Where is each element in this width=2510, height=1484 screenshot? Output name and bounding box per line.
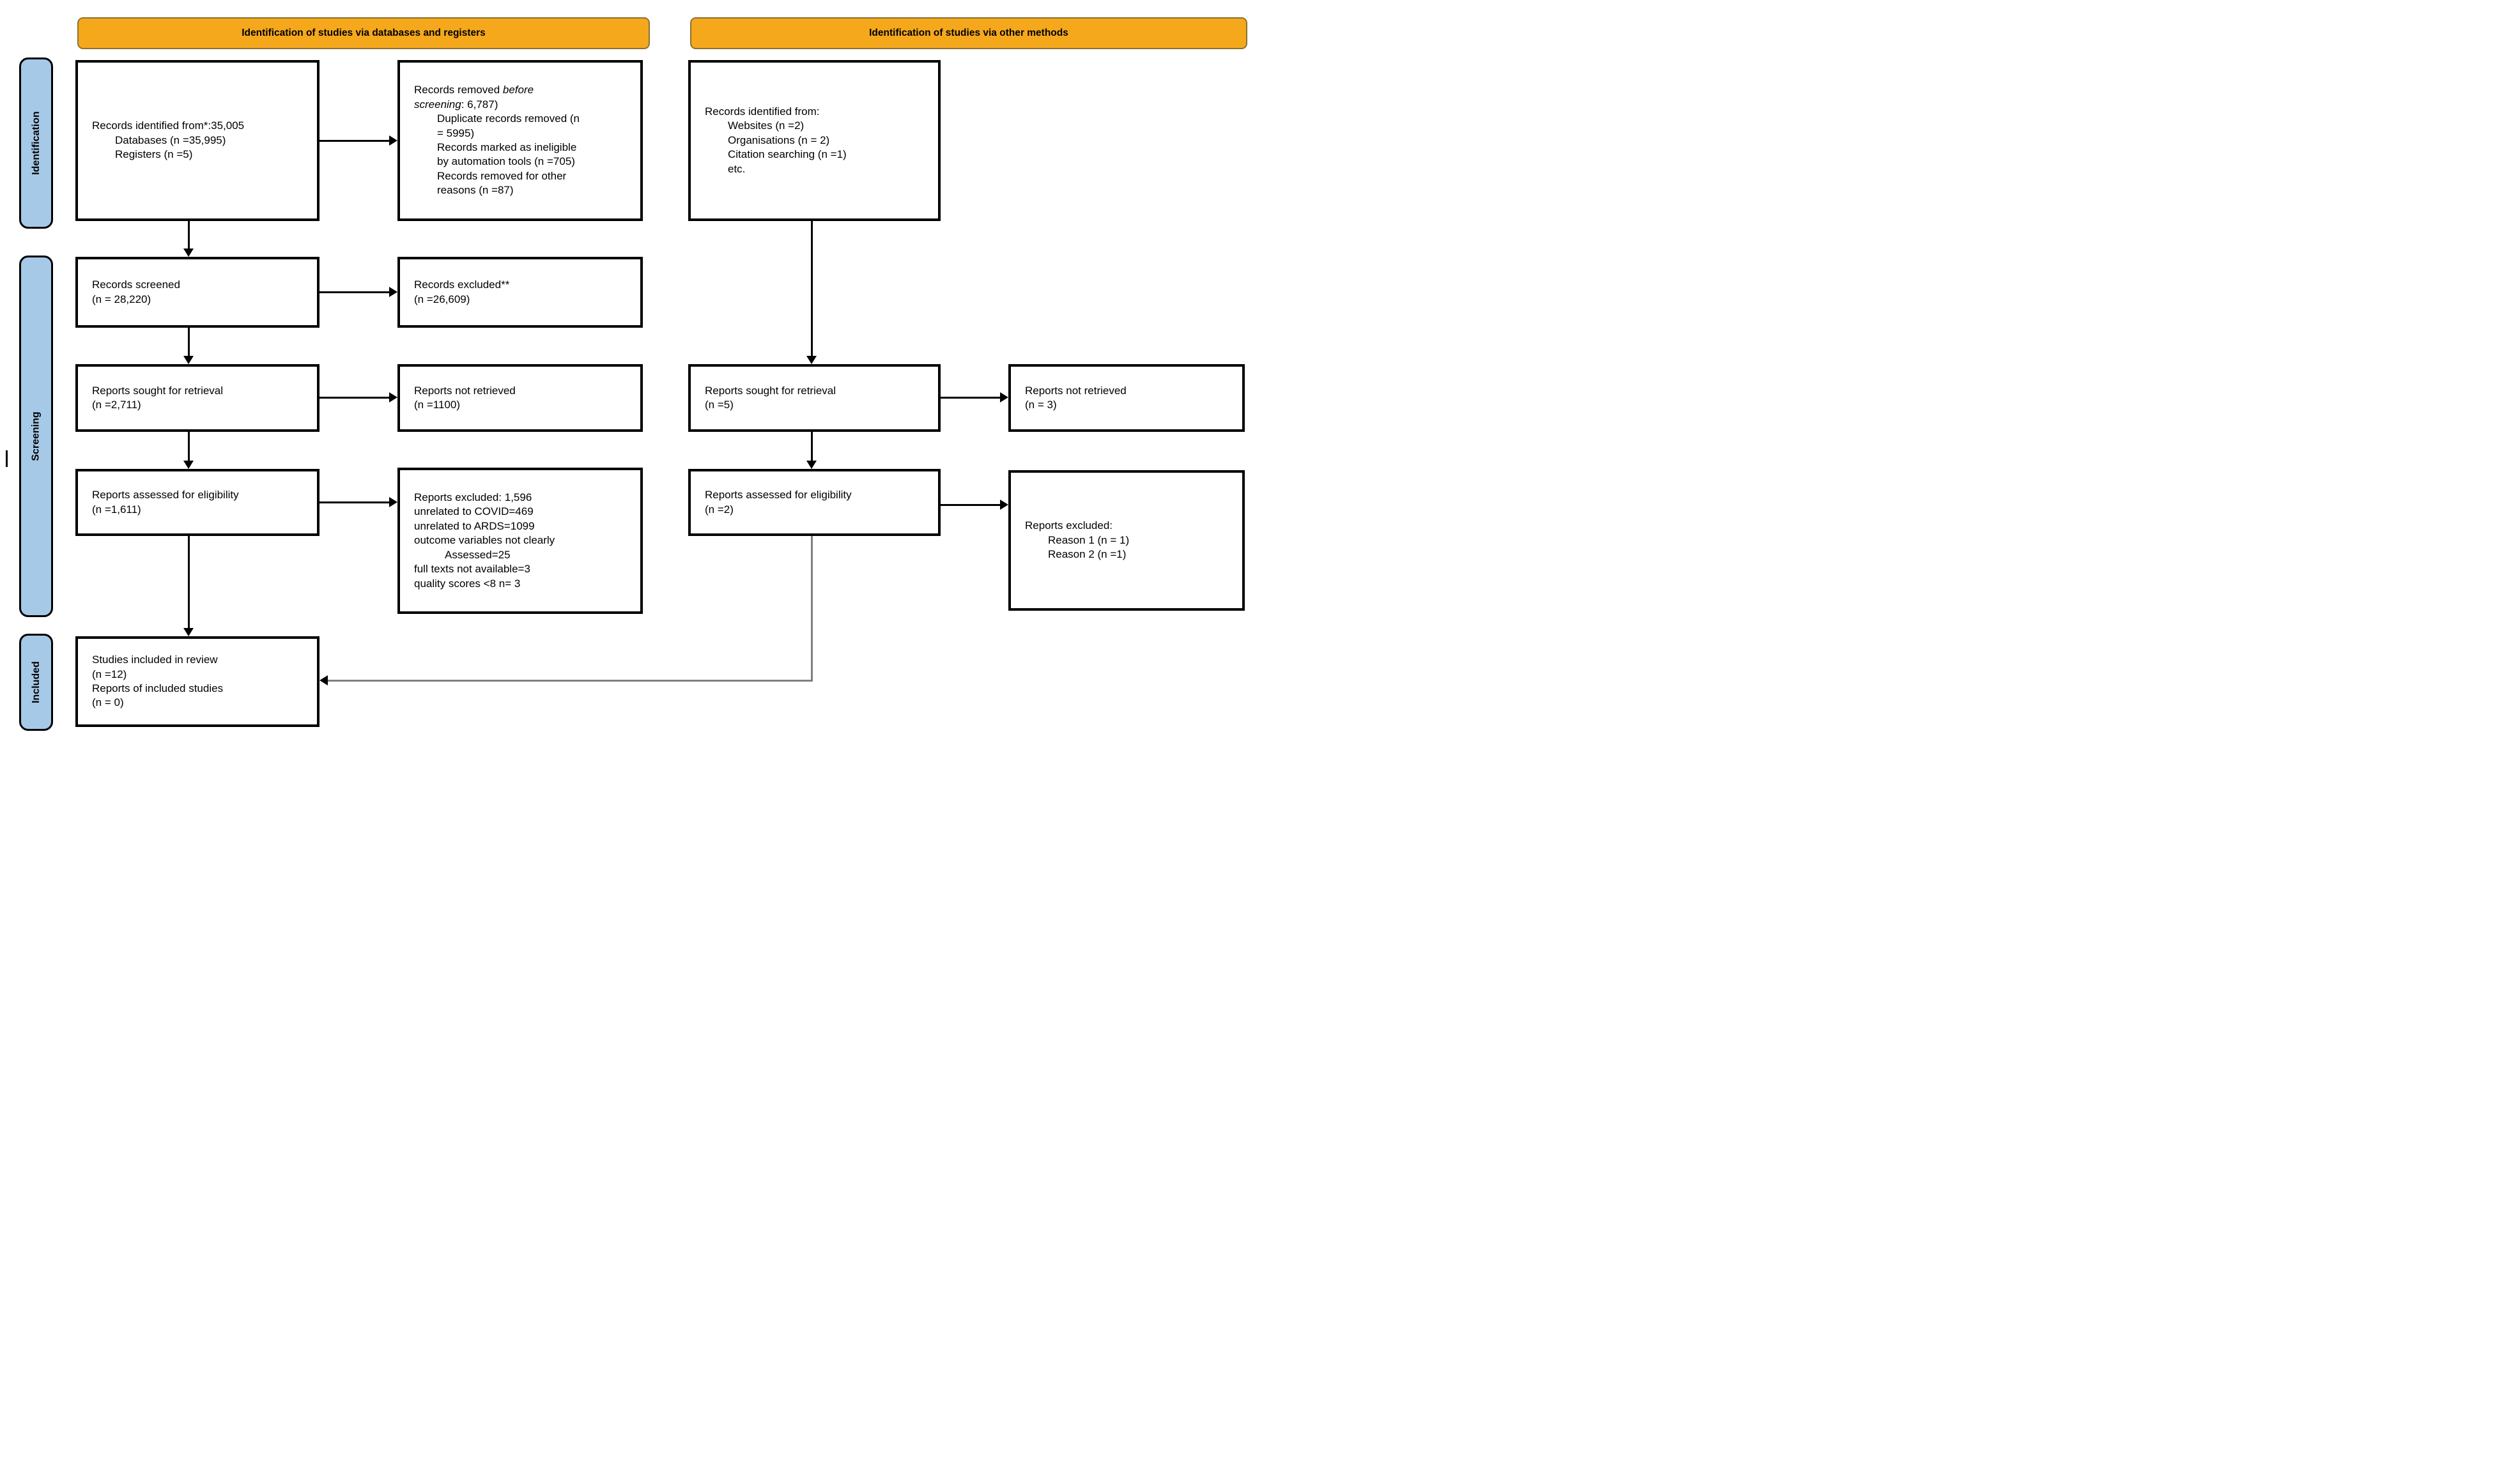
- arrow-screened-to-excluded-head: [389, 287, 397, 297]
- arrow-identified-other-to-sought-head: [806, 356, 817, 364]
- arrow-sought-to-assessed-head: [183, 461, 194, 469]
- box-reports-excluded-other: Reports excluded:Reason 1 (n = 1)Reason …: [1008, 470, 1245, 611]
- stage-identification-label: Identification: [30, 111, 42, 175]
- arrow-sought-other-to-notretrieved-head: [1000, 392, 1008, 402]
- prisma-flow-diagram: Identification of studies via databases …: [0, 0, 1255, 742]
- stage-included: Included: [19, 634, 53, 731]
- box-reports-not-retrieved-databases: Reports not retrieved(n =1100): [397, 364, 643, 432]
- arrow-sought-other-to-assessed-line: [811, 432, 813, 461]
- arrow-screened-to-sought-head: [183, 356, 194, 364]
- banner-other-methods-label: Identification of studies via other meth…: [869, 27, 1068, 38]
- box-studies-included: Studies included in review(n =12)Reports…: [75, 636, 320, 727]
- stage-screening: Screening: [19, 256, 53, 617]
- arrow-sought-other-to-assessed-head: [806, 461, 817, 469]
- arrow-screened-to-sought-line: [188, 328, 190, 356]
- arrow-assessed-other-to-excluded-line: [941, 504, 1001, 506]
- arrow-assessed-to-included-head: [183, 628, 194, 636]
- box-records-screened: Records screened(n = 28,220): [75, 257, 320, 328]
- arrow-assessed-other-to-excluded-head: [1000, 500, 1008, 510]
- arrow-screened-to-excluded-line: [320, 291, 390, 293]
- arrow-sought-other-to-notretrieved-line: [941, 397, 1001, 399]
- box-reports-assessed-databases: Reports assessed for eligibility(n =1,61…: [75, 469, 320, 536]
- arrow-assessed-to-included-line: [188, 536, 190, 629]
- banner-databases-registers-label: Identification of studies via databases …: [242, 27, 486, 38]
- arrow-identified-to-screened-head: [183, 249, 194, 257]
- arrow-assessed-to-excluded-head: [389, 497, 397, 507]
- arrow-identified-to-removed-head: [389, 135, 397, 146]
- stray-mark: [6, 450, 8, 467]
- arrow-identified-to-removed-line: [320, 140, 390, 142]
- box-reports-not-retrieved-other: Reports not retrieved(n = 3): [1008, 364, 1245, 432]
- stage-identification: Identification: [19, 57, 53, 229]
- arrow-sought-to-notretrieved-head: [389, 392, 397, 402]
- arrow-identified-to-screened-line: [188, 221, 190, 249]
- banner-databases-registers: Identification of studies via databases …: [77, 17, 650, 49]
- box-records-identified-other: Records identified from:Websites (n =2)O…: [688, 60, 941, 221]
- connector-other-to-included-horizontal: [328, 680, 813, 682]
- stage-screening-label: Screening: [30, 411, 42, 461]
- stage-included-label: Included: [30, 661, 42, 703]
- banner-other-methods: Identification of studies via other meth…: [690, 17, 1247, 49]
- arrow-assessed-to-excluded-line: [320, 501, 390, 503]
- arrow-identified-other-to-sought-line: [811, 221, 813, 356]
- connector-other-to-included-vertical: [811, 536, 813, 682]
- box-reports-sought-databases: Reports sought for retrieval(n =2,711): [75, 364, 320, 432]
- arrow-sought-to-assessed-line: [188, 432, 190, 461]
- connector-other-to-included-head: [320, 675, 328, 685]
- arrow-sought-to-notretrieved-line: [320, 397, 390, 399]
- box-records-excluded: Records excluded**(n =26,609): [397, 257, 643, 328]
- box-reports-sought-other: Reports sought for retrieval(n =5): [688, 364, 941, 432]
- box-reports-assessed-other: Reports assessed for eligibility(n =2): [688, 469, 941, 536]
